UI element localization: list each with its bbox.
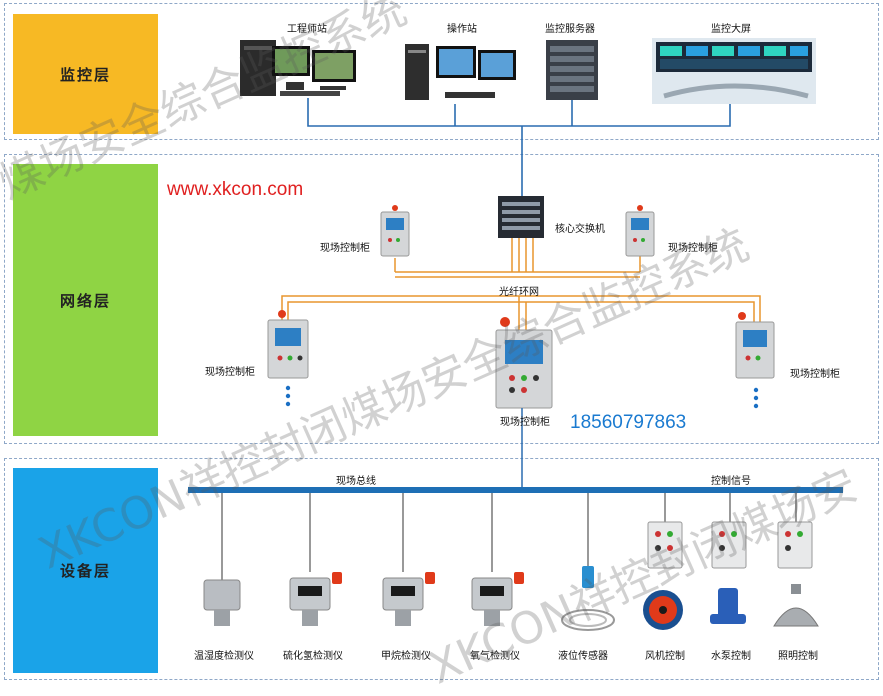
device-label-h2s: 硫化氢检测仪 <box>283 651 343 662</box>
cabinet-mid-right-label: 现场控制柜 <box>790 369 840 380</box>
cabinet-top-left-label: 现场控制柜 <box>320 243 370 254</box>
methane-detector-icon <box>382 572 435 626</box>
cabinet-mid-left-icon <box>267 310 309 407</box>
network-layer-frame <box>4 154 879 444</box>
field-bus-label: 现场总线 <box>336 476 376 487</box>
website-link[interactable]: www.xkcon.com <box>167 179 304 200</box>
fiber-ring-label: 光纤环网 <box>499 287 539 298</box>
cabinet-top-right-label: 现场控制柜 <box>668 243 718 254</box>
level-sensor-icon <box>561 566 615 631</box>
monitor-server-icon <box>546 40 598 100</box>
cabinet-mid-center-icon <box>495 317 553 488</box>
oxygen-detector-icon <box>471 572 524 626</box>
big-screen-icon <box>652 38 816 104</box>
phone-number: 18560797863 <box>570 412 687 433</box>
h2s-detector-icon <box>289 572 342 626</box>
device-layer-label: 设备层 <box>13 468 158 673</box>
field-bus <box>188 487 843 580</box>
device-label-pump: 水泵控制 <box>711 651 751 662</box>
cabinet-top-left-icon <box>380 205 410 257</box>
lighting-control-icon <box>773 521 819 627</box>
engineer-station-label: 工程师站 <box>287 24 327 35</box>
cabinet-top-right-icon <box>625 205 655 257</box>
device-label-level-sensor: 液位传感器 <box>558 651 608 662</box>
big-screen-label: 监控大屏 <box>711 24 751 35</box>
cabinet-mid-right-icon <box>735 312 775 409</box>
control-signal-label: 控制信号 <box>711 476 751 487</box>
device-label-lighting: 照明控制 <box>778 651 818 662</box>
network-layer-label: 网络层 <box>13 164 158 436</box>
fiber-ring-lines <box>281 238 761 336</box>
temp-humidity-detector-icon <box>203 579 241 626</box>
cabinet-mid-left-label: 现场控制柜 <box>205 367 255 378</box>
engineer-station-icon <box>240 40 356 96</box>
monitor-layer-label: 监控层 <box>13 14 158 134</box>
cabinet-mid-center-label: 现场控制柜 <box>500 417 550 428</box>
device-label-oxygen: 氧气检测仪 <box>470 651 520 662</box>
device-layer-frame <box>4 458 879 680</box>
monitor-network-lines <box>307 98 731 196</box>
fan-control-icon <box>643 521 683 630</box>
core-switch-label: 核心交换机 <box>555 224 605 235</box>
monitor-server-label: 监控服务器 <box>545 24 595 35</box>
core-switch-icon <box>498 196 544 238</box>
device-label-temp-humidity: 温湿度检测仪 <box>194 651 254 662</box>
device-label-methane: 甲烷检测仪 <box>381 651 431 662</box>
monitor-layer-frame <box>4 3 879 140</box>
operator-station-icon <box>405 44 516 100</box>
pump-control-icon <box>710 521 747 624</box>
operator-station-label: 操作站 <box>447 24 477 35</box>
device-label-fan: 风机控制 <box>645 651 685 662</box>
